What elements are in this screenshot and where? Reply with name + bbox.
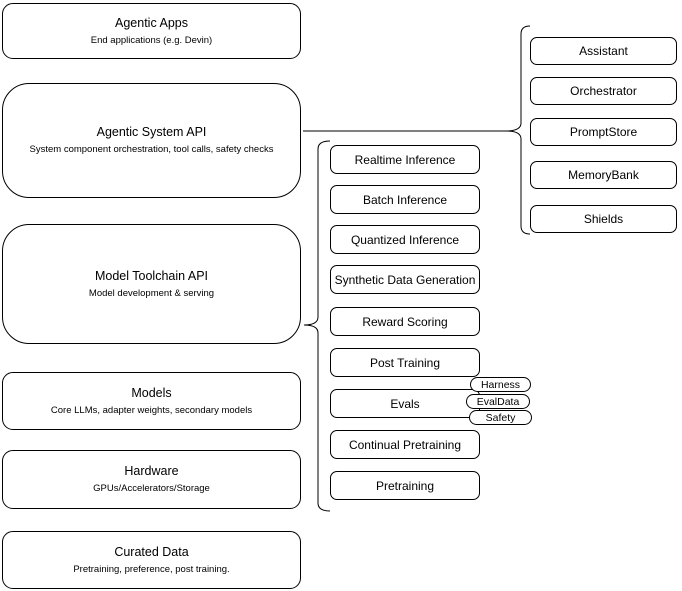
node-subtitle: GPUs/Accelerators/Storage [93, 483, 210, 494]
node-promptstore: PromptStore [530, 118, 677, 146]
node-title: Model Toolchain API [94, 268, 209, 283]
node-title: Agentic System API [96, 125, 207, 139]
node-hardware: Hardware GPUs/Accelerators/Storage [2, 450, 301, 509]
toolchain-components-brace [303, 140, 331, 512]
node-shields: Shields [530, 205, 677, 233]
node-curated-data: Curated Data Pretraining, preference, po… [2, 531, 301, 589]
node-orchestrator: Orchestrator [530, 77, 677, 105]
node-label: Evals [390, 396, 420, 411]
tag-safety: Safety [469, 410, 532, 425]
node-label: Reward Scoring [362, 314, 448, 329]
node-memorybank: MemoryBank [530, 161, 677, 189]
node-label: Synthetic Data Generation [334, 272, 476, 287]
node-label: PromptStore [569, 125, 638, 139]
node-label: Post Training [369, 355, 441, 370]
tag-label: Safety [485, 411, 516, 424]
node-title: Curated Data [114, 544, 189, 559]
node-pretraining: Pretraining [330, 471, 480, 500]
node-label: Shields [583, 212, 624, 226]
node-agentic-apps: Agentic Apps End applications (e.g. Devi… [2, 3, 301, 59]
node-subtitle: End applications (e.g. Devin) [90, 34, 213, 46]
node-model-toolchain-api: Model Toolchain API Model development & … [2, 224, 301, 344]
node-label: Continual Pretraining [348, 437, 462, 452]
node-quantized-inference: Quantized Inference [330, 225, 480, 254]
node-assistant: Assistant [530, 37, 677, 65]
node-label: Batch Inference [362, 192, 448, 207]
node-label: MemoryBank [568, 168, 639, 182]
node-title: Models [131, 385, 172, 400]
node-subtitle: Core LLMs, adapter weights, secondary mo… [50, 404, 253, 416]
node-title: Hardware [124, 464, 179, 478]
node-subtitle: Pretraining, preference, post training. [73, 563, 230, 575]
tag-label: Harness [480, 378, 521, 391]
node-evals: Evals [330, 389, 480, 418]
node-subtitle: Model development & serving [88, 287, 215, 299]
node-label: Orchestrator [570, 84, 637, 98]
tag-harness: Harness [470, 377, 531, 392]
node-label: Quantized Inference [350, 232, 460, 247]
node-post-training: Post Training [330, 348, 480, 377]
node-label: Assistant [579, 44, 628, 58]
tag-evaldata: EvalData [466, 394, 530, 409]
node-continual-pretraining: Continual Pretraining [330, 430, 480, 459]
node-realtime-inference: Realtime Inference [330, 145, 480, 174]
node-agentic-system-api: Agentic System API System component orch… [2, 83, 301, 198]
tag-label: EvalData [476, 395, 520, 408]
node-synthetic-data-generation: Synthetic Data Generation [330, 265, 480, 294]
node-models: Models Core LLMs, adapter weights, secon… [2, 372, 301, 430]
node-title: Agentic Apps [115, 15, 188, 30]
node-batch-inference: Batch Inference [330, 185, 480, 214]
node-label: Realtime Inference [354, 152, 456, 167]
node-subtitle: System component orchestration, tool cal… [29, 144, 274, 155]
system-components-brace [505, 25, 531, 235]
node-reward-scoring: Reward Scoring [330, 307, 480, 336]
node-label: Pretraining [375, 478, 435, 493]
